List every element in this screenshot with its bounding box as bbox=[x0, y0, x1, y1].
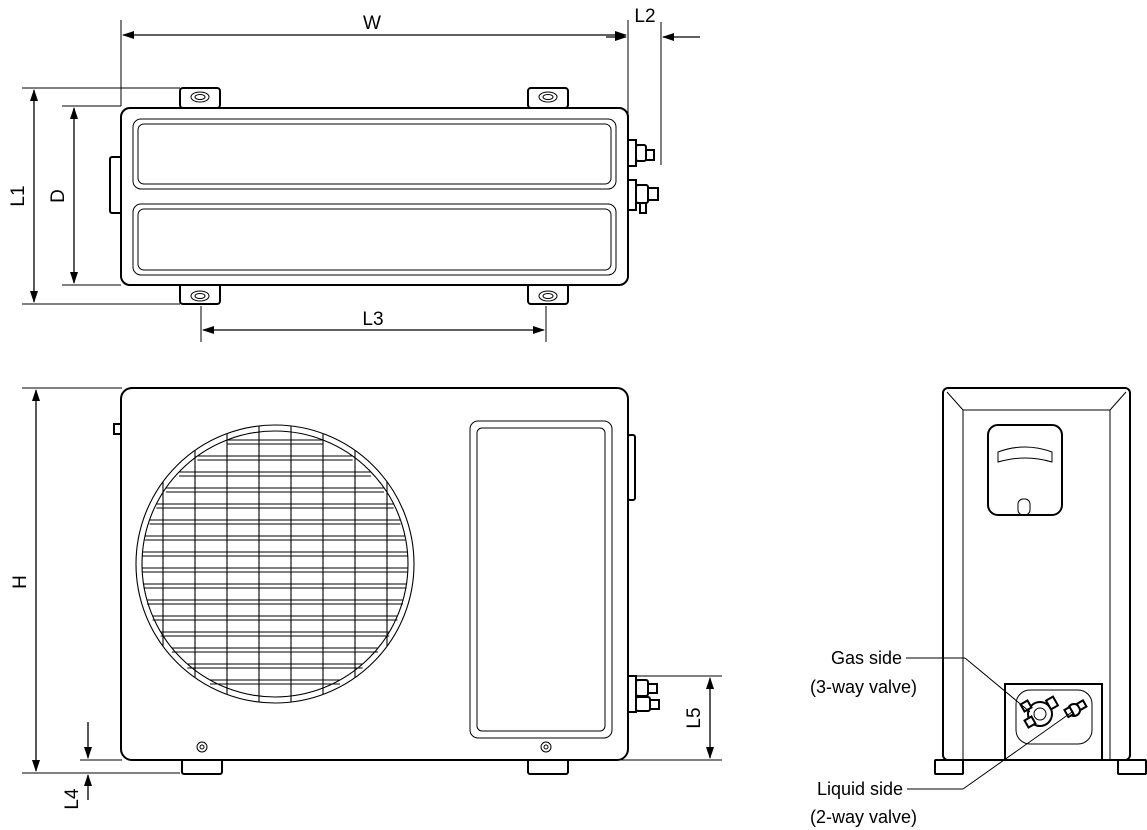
fan-grill bbox=[135, 424, 415, 704]
label-l5: L5 bbox=[684, 707, 705, 728]
top-view: W L2 L1 D L3 bbox=[8, 6, 700, 342]
gas-valve-type-label: (3-way valve) bbox=[810, 677, 917, 697]
gas-valve-icon bbox=[1019, 695, 1060, 729]
front-view: H L4 L5 bbox=[10, 387, 722, 810]
service-panel bbox=[469, 420, 613, 739]
gas-side-label: Gas side bbox=[831, 648, 902, 668]
front-view-body bbox=[120, 387, 629, 761]
label-l3: L3 bbox=[362, 309, 383, 330]
label-l1: L1 bbox=[8, 185, 29, 206]
label-d: D bbox=[48, 189, 69, 203]
front-valves bbox=[627, 675, 660, 713]
label-h: H bbox=[10, 575, 31, 589]
liquid-valve-type-label: (2-way valve) bbox=[810, 807, 917, 827]
top-view-body bbox=[120, 107, 629, 286]
label-l4: L4 bbox=[62, 788, 83, 810]
liquid-side-label: Liquid side bbox=[817, 779, 903, 799]
top-valves bbox=[627, 139, 659, 214]
side-handle bbox=[987, 424, 1063, 516]
label-l2: L2 bbox=[634, 6, 655, 27]
label-w: W bbox=[363, 13, 381, 34]
side-view: Gas side (3-way valve) Liquid side (2-wa… bbox=[810, 387, 1147, 827]
liquid-valve-icon bbox=[1063, 699, 1088, 719]
